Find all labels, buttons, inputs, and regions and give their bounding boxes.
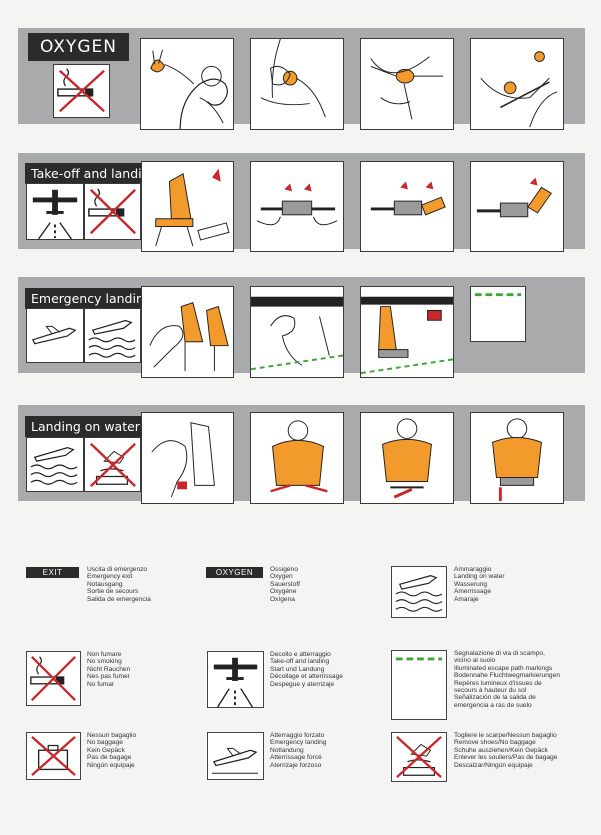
- legend-nosmoking-icon-box: [26, 651, 81, 706]
- upright-seat-illustration: [141, 161, 234, 252]
- oxygen-step-4-illustration: [470, 38, 564, 130]
- takeoff-plane-icon: [32, 189, 78, 239]
- legend-emergency-text: Atterraggio forzato Emergency landing No…: [270, 732, 327, 769]
- water-plane-icon: [88, 319, 136, 358]
- legend-emergency-icon-box: [207, 732, 264, 780]
- life-vest-step-1-illustration: [250, 412, 344, 504]
- water-plane-icon: [30, 446, 78, 485]
- legend-shoes-text: Togliere le scarpe/Nessun bagaglio Remov…: [454, 732, 558, 769]
- legend-baggage-icon-box: [26, 732, 81, 780]
- takeoff-plane-icon: [213, 657, 258, 707]
- life-vest-step-3-illustration: [470, 412, 564, 504]
- legend-oxygen-text: Ossigeno Oxygen Sauerstoff Oxygène Oxíge…: [270, 566, 300, 603]
- ditching-icon-panel: [26, 437, 84, 492]
- legend-escape-text: Segnalazione di via di scampo, vicino al…: [454, 650, 560, 709]
- legend-shoes-icon-box: [391, 732, 447, 782]
- no-baggage-icon: [31, 735, 76, 777]
- seatbelt-step-1-illustration: [250, 161, 344, 252]
- remove-shoes-illustration: [141, 412, 234, 504]
- oxygen-tag-icon: OXYGEN: [206, 567, 263, 578]
- no-smoking-icon: [30, 656, 76, 701]
- no-shoes-no-baggage-icon: [89, 442, 136, 488]
- legend-escape-icon-box: [391, 650, 447, 720]
- water-plane-icon: [395, 575, 443, 612]
- no-smoking-icon: [57, 68, 105, 113]
- no-shoes-no-baggage-icon: [396, 735, 442, 779]
- water-landing-icon-panel: [84, 308, 141, 363]
- oxygen-step-3-illustration: [360, 38, 454, 130]
- life-vest-step-2-illustration: [360, 412, 454, 504]
- exit-sign-icon: EXIT: [26, 567, 79, 578]
- escape-path-illustration-2: [360, 286, 454, 378]
- shoes-baggage-icon-panel: [84, 437, 141, 492]
- landing-plane-icon: [212, 747, 259, 774]
- seat-icon: [155, 168, 230, 247]
- takeoff-no-smoking-panel: [84, 183, 141, 240]
- escape-markings-panel: [470, 286, 526, 342]
- oxygen-step-1-illustration: [140, 38, 234, 130]
- legend-exit-text: Uscita di emergenzo Emergency exit Notau…: [87, 566, 151, 603]
- legend-takeoff-icon-box: [207, 651, 264, 708]
- water-band-title: Landing on water: [25, 416, 146, 437]
- emergency-band-title: Emergency landing: [25, 288, 158, 309]
- no-smoking-icon: [88, 188, 137, 235]
- oxygen-band-title: OXYGEN: [28, 33, 129, 61]
- legend-takeoff-text: Decollo e atterraggio Take-off and landi…: [270, 651, 343, 688]
- landing-plane-icon: [31, 325, 77, 345]
- escape-path-markings-icon: [395, 657, 443, 661]
- no-smoking-icon-panel: [53, 64, 110, 118]
- legend-water-icon-box: [391, 566, 447, 618]
- takeoff-band-title: Take-off and landing: [25, 163, 164, 184]
- escape-path-markings-icon: [474, 293, 522, 297]
- oxygen-step-2-illustration: [250, 38, 344, 130]
- escape-path-illustration-1: [250, 286, 344, 378]
- seatbelt-step-2-illustration: [360, 161, 454, 252]
- legend-nosmoking-text: Non fumare No smoking Nicht Rauchen Nes …: [87, 651, 131, 688]
- brace-position-illustration: [141, 286, 234, 378]
- takeoff-icon-panel: [26, 183, 84, 240]
- emergency-landing-icon-panel: [26, 308, 84, 363]
- legend-baggage-text: Nessun bagaglio No baggage Kein Gepäck P…: [87, 732, 137, 769]
- seatbelt-step-3-illustration: [470, 161, 564, 252]
- legend-water-text: Ammaraggio Landing on water Wasserung Am…: [454, 566, 505, 603]
